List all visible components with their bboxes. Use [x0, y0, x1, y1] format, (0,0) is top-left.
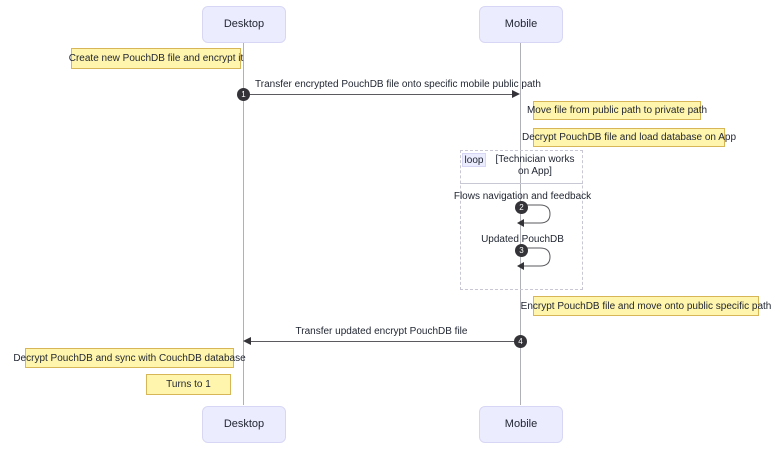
message-3-self-loop: [517, 247, 551, 270]
message-2-self-loop: [517, 204, 551, 227]
note-turns-to-1-text: Turns to 1: [166, 379, 211, 390]
message-4-line: [251, 341, 520, 342]
message-1-line: [243, 94, 513, 95]
loop-tag: loop: [462, 153, 486, 167]
note-turns-to-1: Turns to 1: [146, 374, 231, 395]
message-3-seq-badge: 3: [515, 244, 528, 257]
lifeline-desktop: [243, 43, 244, 405]
participant-mobile-bottom[interactable]: Mobile: [479, 406, 563, 443]
note-decrypt-sync: Decrypt PouchDB and sync with CouchDB da…: [13, 348, 246, 368]
loop-tag-label: loop: [464, 154, 484, 166]
loop-header-divider: [460, 183, 583, 184]
message-1-seq-badge: 1: [237, 88, 250, 101]
note-decrypt-load: Decrypt PouchDB file and load database o…: [522, 128, 736, 147]
note-encrypt-move-text: Encrypt PouchDB file and move onto publi…: [520, 300, 772, 312]
message-2-seq-badge: 2: [515, 201, 528, 214]
participant-mobile-top[interactable]: Mobile: [479, 6, 563, 43]
participant-mobile-top-label: Mobile: [504, 17, 538, 30]
participant-desktop-top[interactable]: Desktop: [202, 6, 286, 43]
note-decrypt-sync-text: Decrypt PouchDB and sync with CouchDB da…: [13, 352, 246, 364]
note-decrypt-load-text: Decrypt PouchDB file and load database o…: [521, 132, 737, 143]
message-4-label: Transfer updated encrypt PouchDB file: [295, 326, 468, 337]
participant-mobile-bottom-label: Mobile: [504, 417, 538, 430]
message-4-seq-badge: 4: [514, 335, 527, 348]
note-encrypt-move: Encrypt PouchDB file and move onto publi…: [521, 296, 771, 316]
message-4-arrowhead: [243, 337, 251, 345]
note-create-new-pouchdb: Create new PouchDB file and encrypt it: [68, 48, 244, 69]
message-1-arrowhead: [512, 90, 520, 98]
loop-condition: [Technician works on App]: [495, 154, 575, 177]
message-2-label: Flows navigation and feedback: [453, 191, 592, 202]
note-move-file-text: Move file from public path to private pa…: [526, 105, 708, 116]
loop-fragment: [460, 150, 583, 290]
message-1-label: Transfer encrypted PouchDB file onto spe…: [255, 79, 541, 90]
message-3-label: Updated PouchDB: [481, 234, 564, 245]
participant-desktop-bottom-label: Desktop: [223, 417, 265, 430]
note-create-new-pouchdb-text: Create new PouchDB file and encrypt it: [68, 53, 244, 64]
note-move-file: Move file from public path to private pa…: [527, 101, 707, 120]
participant-desktop-bottom[interactable]: Desktop: [202, 406, 286, 443]
participant-desktop-top-label: Desktop: [223, 17, 265, 30]
